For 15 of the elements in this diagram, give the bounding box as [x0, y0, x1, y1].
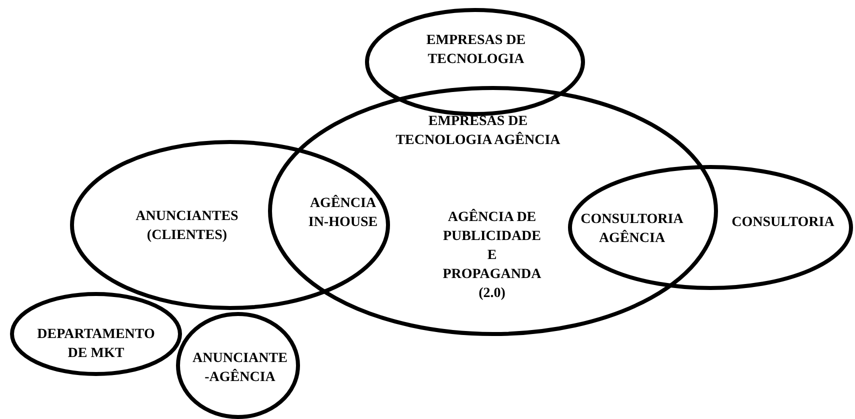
ellipse-label: ANUNCIANTES (CLIENTES)	[134, 208, 240, 245]
ellipse	[70, 140, 390, 310]
ellipse	[568, 165, 853, 290]
overlap-label: AGÊNCIA IN-HOUSE	[307, 194, 379, 232]
overlap-label: CONSULTORIA AGÊNCIA	[580, 211, 684, 248]
ellipse	[10, 292, 182, 376]
overlap-label: EMPRESAS DE TECNOLOGIA AGÊNCIA	[394, 113, 562, 150]
ellipse	[176, 312, 300, 419]
ellipse-label: EMPRESAS DE TECNOLOGIA	[425, 32, 527, 69]
ellipse	[268, 86, 718, 336]
ellipse-label: ANUNCIANTE -AGÊNCIA	[192, 350, 288, 387]
ellipse-label: CONSULTORIA	[730, 214, 836, 232]
ellipse	[365, 8, 585, 116]
ellipse-label: AGÊNCIA DE PUBLICIDADE E PROPAGANDA (2.0)	[442, 208, 542, 302]
ellipse-label: DEPARTAMENTO DE MKT	[36, 326, 156, 363]
